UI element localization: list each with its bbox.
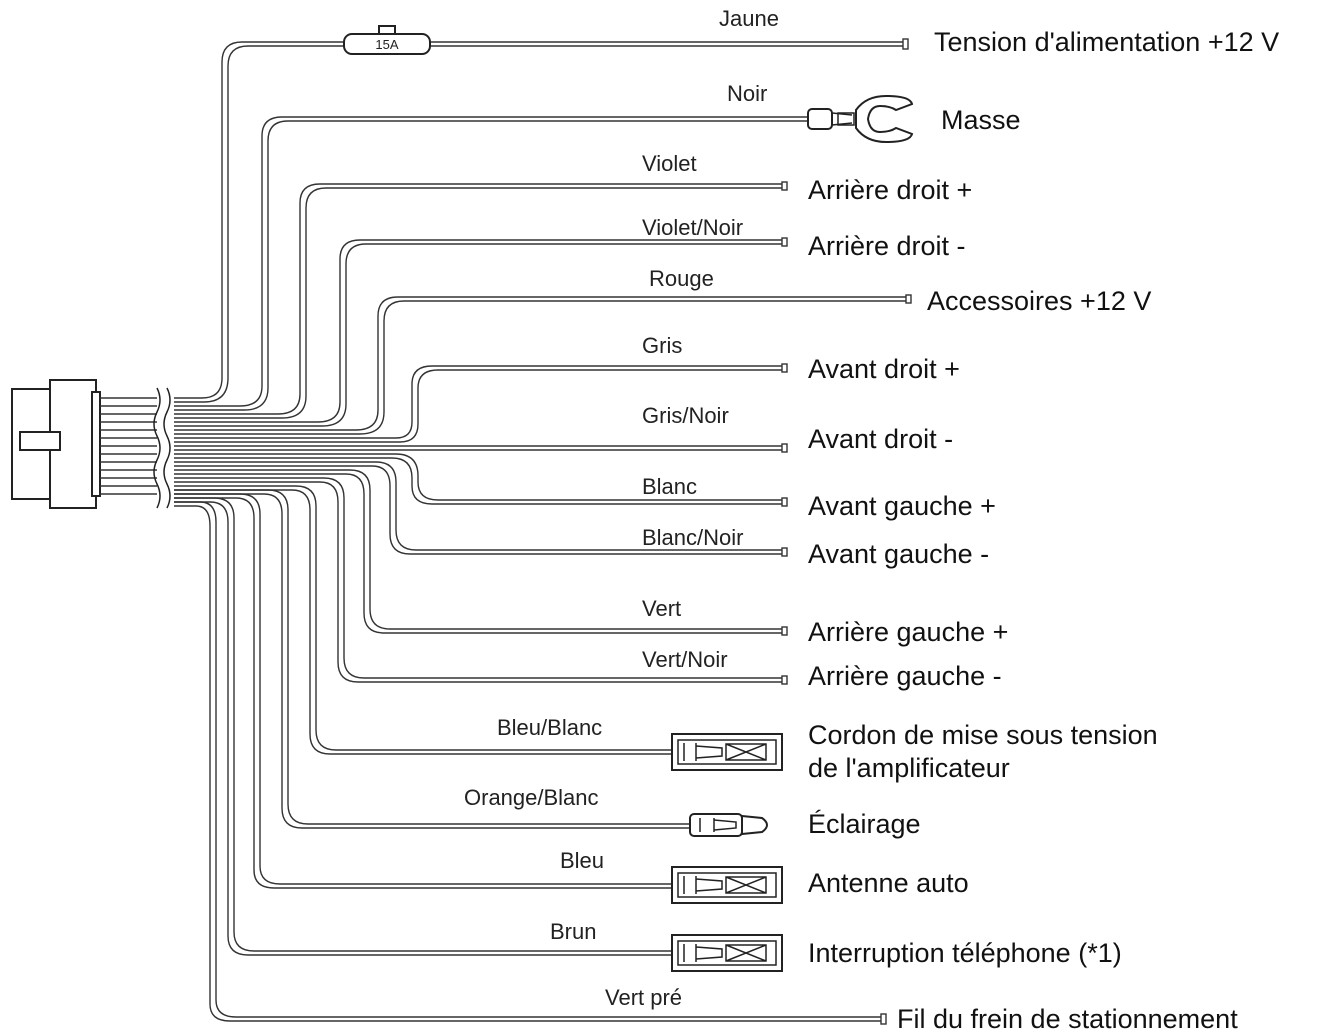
ground-ring-terminal [807, 94, 914, 144]
wire-color-label: Blanc/Noir [642, 525, 743, 550]
wire-function-label: Tension d'alimentation +12 V [934, 27, 1279, 57]
female-connector-antenna [671, 866, 783, 904]
wire-function-label: Avant gauche - [808, 539, 989, 569]
wire-function-labels: Tension d'alimentation +12 V Masse Arriè… [808, 27, 1279, 1031]
wire-function-label: Interruption téléphone (*1) [808, 938, 1122, 968]
male-connector-illumination [689, 813, 768, 837]
wire-color-label: Bleu/Blanc [497, 715, 602, 740]
female-connector-amplifier [671, 733, 783, 771]
wire-color-label: Vert [642, 596, 681, 621]
wire-function-label: Arrière gauche + [808, 617, 1008, 647]
wire-color-labels: Jaune Noir Violet Violet/Noir Rouge Gris… [464, 6, 779, 1010]
wire-end-caps [781, 38, 912, 1025]
wire-function-label: Avant droit - [808, 424, 953, 454]
wire-function-label: Éclairage [808, 809, 921, 839]
wire-color-label: Rouge [649, 266, 714, 291]
wire-color-label: Gris/Noir [642, 403, 729, 428]
wire-color-label: Bleu [560, 848, 604, 873]
wire-color-label: Blanc [642, 474, 697, 499]
wire-color-label: Violet/Noir [642, 215, 743, 240]
wire-color-label: Gris [642, 333, 682, 358]
harness-connector-plug [11, 379, 101, 509]
wire-function-label: Avant droit + [808, 354, 960, 384]
wire-color-label: Vert/Noir [642, 647, 728, 672]
wire-function-label: Avant gauche + [808, 491, 996, 521]
wire-runs [174, 41, 908, 1022]
wire-color-label: Brun [550, 919, 596, 944]
female-connector-phone [671, 934, 783, 972]
wire-color-label: Violet [642, 151, 697, 176]
wire-function-label: Arrière gauche - [808, 661, 1002, 691]
wire-function-label: Masse [941, 105, 1021, 135]
wire-function-label: Arrière droit + [808, 175, 972, 205]
wire-color-label: Jaune [719, 6, 779, 31]
harness-bundle [100, 387, 171, 509]
wire-function-label: Arrière droit - [808, 231, 966, 261]
wire-function-label: Fil du frein de stationnement [897, 1004, 1238, 1031]
wire-function-label: Accessoires +12 V [927, 286, 1151, 316]
wire-color-label: Orange/Blanc [464, 785, 599, 810]
wire-function-label: Cordon de mise sous tension [808, 720, 1158, 750]
wire-color-label: Noir [727, 81, 767, 106]
wire-color-label: Vert pré [605, 985, 682, 1010]
fuse: 15A [343, 25, 431, 55]
wire-function-label: Antenne auto [808, 868, 969, 898]
fuse-rating-label: 15A [375, 37, 398, 52]
wire-function-label-line2: de l'amplificateur [808, 753, 1010, 783]
